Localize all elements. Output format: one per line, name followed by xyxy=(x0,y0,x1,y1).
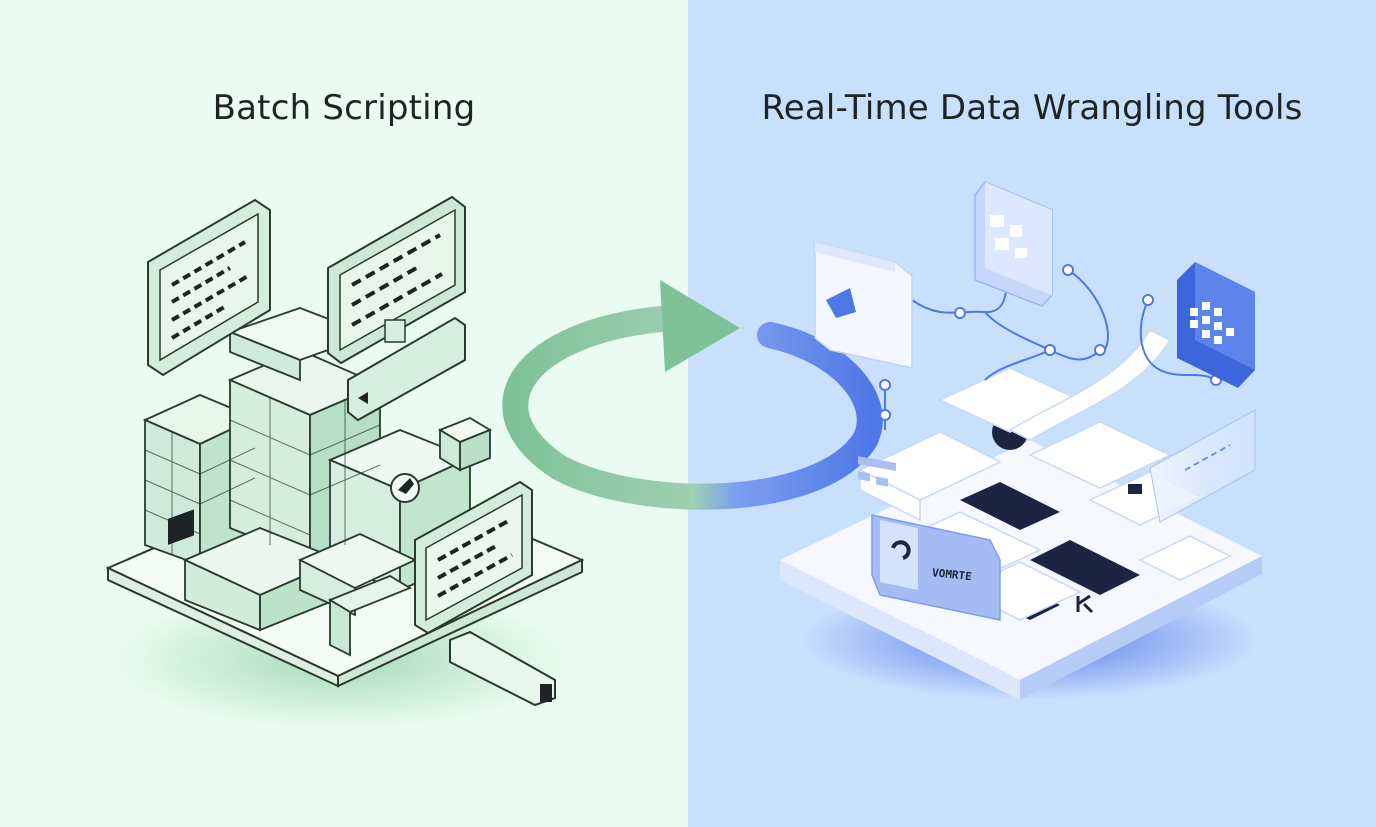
platform-handle xyxy=(449,630,556,707)
cursor-icon xyxy=(1076,594,1094,614)
data-card-label: VOMRTE xyxy=(931,566,972,583)
maze-platform-edge-right xyxy=(1020,556,1262,700)
data-wrangling-illustration: VOMRTE xyxy=(780,181,1262,700)
data-card xyxy=(871,514,1001,621)
check-card-icon xyxy=(814,241,913,487)
code-monitor-1 xyxy=(147,198,271,377)
base-platform-edge-right xyxy=(337,558,583,688)
side-tag xyxy=(168,509,194,545)
counter-panel xyxy=(347,316,466,422)
gear-icon xyxy=(390,473,420,503)
left-panel-title: Batch Scripting xyxy=(212,88,476,128)
code-monitor-2 xyxy=(327,195,466,365)
grid-card-icon-1 xyxy=(974,181,1053,307)
maze-platform-edge-left xyxy=(780,560,1020,700)
batch-scripting-illustration xyxy=(105,195,585,730)
handle-cap xyxy=(540,684,552,702)
right-panel-title: Real-Time Data Wrangling Tools xyxy=(761,88,1303,128)
code-monitor-3 xyxy=(414,480,533,635)
grid-card-icon-2 xyxy=(1177,262,1255,388)
data-stream-bar xyxy=(1128,409,1256,523)
middle-slab-side xyxy=(229,330,301,382)
cycle-arrow-icon xyxy=(502,280,883,510)
